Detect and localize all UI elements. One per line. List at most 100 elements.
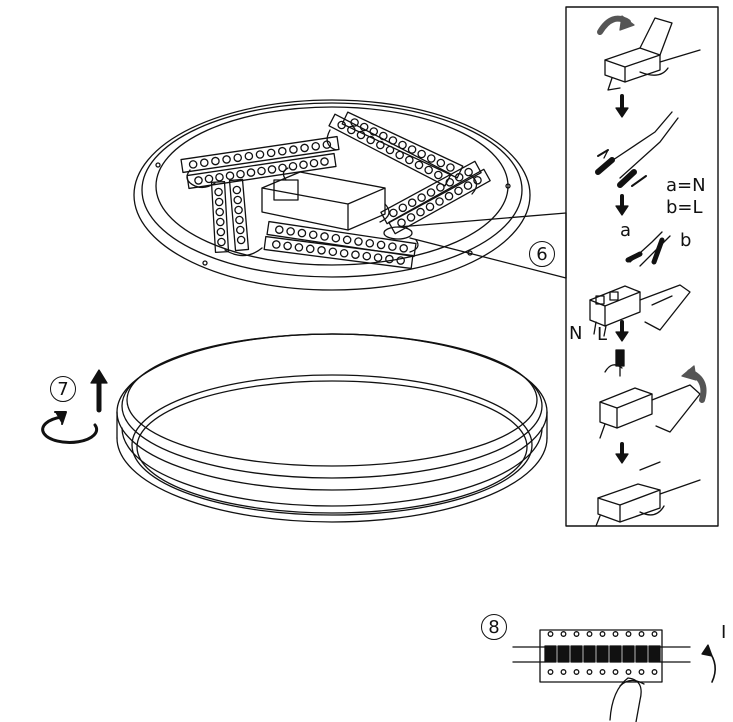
led-chip bbox=[339, 248, 349, 258]
led-chip bbox=[266, 148, 276, 158]
breaker-screw bbox=[586, 631, 593, 637]
led-chip bbox=[275, 225, 284, 234]
led-strip bbox=[328, 113, 452, 187]
breaker-screw bbox=[612, 631, 619, 637]
breaker-screw bbox=[625, 669, 632, 675]
led-chip bbox=[299, 160, 308, 170]
led-chip bbox=[426, 188, 436, 197]
breaker-panel bbox=[512, 629, 691, 722]
breaker-screw bbox=[560, 669, 567, 675]
led-chip bbox=[288, 161, 298, 171]
led-chip bbox=[407, 145, 417, 154]
led-strip bbox=[186, 152, 337, 190]
led-chip bbox=[354, 237, 363, 246]
led-chip bbox=[444, 191, 454, 201]
led-chip bbox=[362, 251, 372, 261]
step-8-badge: 8 bbox=[481, 614, 507, 640]
led-chip bbox=[373, 253, 383, 262]
led-chip bbox=[320, 157, 329, 166]
led-chip bbox=[236, 169, 245, 179]
led-chip bbox=[435, 197, 444, 206]
led-chip bbox=[246, 168, 256, 177]
led-chip bbox=[255, 150, 265, 159]
led-chip bbox=[294, 243, 304, 252]
led-chip bbox=[235, 215, 244, 225]
breaker-module bbox=[648, 645, 661, 663]
breaker-module bbox=[609, 645, 622, 663]
led-chip bbox=[417, 193, 426, 202]
led-strips bbox=[180, 111, 491, 270]
breaker-module bbox=[596, 645, 609, 663]
step-7-number: 7 bbox=[57, 378, 69, 400]
led-chip bbox=[214, 197, 224, 207]
led-chip bbox=[233, 195, 243, 205]
step-6-badge: 6 bbox=[529, 241, 555, 267]
lamp-cover bbox=[116, 333, 548, 523]
led-chip bbox=[434, 170, 443, 180]
led-chip bbox=[436, 158, 446, 168]
breaker-screw bbox=[547, 669, 554, 675]
led-chip bbox=[445, 178, 455, 187]
led-chip bbox=[369, 127, 379, 136]
wires-ab bbox=[625, 231, 671, 267]
led-chip bbox=[406, 213, 416, 222]
led-chip bbox=[436, 183, 445, 192]
led-chip bbox=[446, 163, 455, 172]
lamp-base-plate bbox=[133, 99, 531, 291]
led-chip bbox=[425, 202, 435, 212]
led-chip bbox=[351, 250, 360, 259]
led-chip bbox=[463, 181, 473, 190]
led-chip bbox=[199, 158, 209, 168]
led-chip bbox=[399, 244, 408, 253]
rotate-arrow bbox=[41, 411, 99, 444]
led-chip bbox=[216, 227, 226, 237]
led-chip bbox=[215, 172, 224, 182]
led-chip bbox=[473, 176, 482, 185]
led-chip bbox=[317, 246, 326, 255]
step-8-number: 8 bbox=[488, 616, 500, 638]
wire-code-a: a=N bbox=[666, 175, 706, 196]
led-chip bbox=[308, 230, 318, 240]
led-chip bbox=[426, 154, 436, 163]
base-wiring bbox=[186, 129, 478, 257]
led-chip bbox=[414, 160, 424, 170]
led-chip bbox=[311, 141, 321, 151]
led-chip bbox=[397, 218, 406, 227]
step-7-badge: 7 bbox=[50, 376, 76, 402]
led-chip bbox=[233, 153, 243, 163]
led-chip bbox=[257, 166, 266, 176]
led-chip bbox=[235, 225, 245, 235]
led-chip bbox=[217, 237, 226, 247]
breaker-screw bbox=[599, 631, 606, 637]
led-chip bbox=[215, 217, 225, 227]
led-chip bbox=[331, 233, 341, 243]
led-chip bbox=[277, 146, 287, 156]
led-strip bbox=[380, 160, 482, 225]
led-strip bbox=[228, 178, 250, 252]
led-chip bbox=[234, 205, 243, 215]
breaker-screw bbox=[651, 631, 658, 637]
breaker-screw bbox=[573, 631, 580, 637]
breaker-screw bbox=[638, 669, 645, 675]
breaker-module bbox=[635, 645, 648, 663]
led-strip bbox=[180, 135, 340, 174]
led-chip bbox=[359, 122, 369, 132]
led-chip bbox=[300, 143, 309, 153]
led-chip bbox=[328, 247, 338, 257]
led-chip bbox=[366, 135, 375, 145]
breaker-screw bbox=[547, 631, 554, 637]
breaker-screw bbox=[638, 631, 645, 637]
breaker-screw bbox=[599, 669, 606, 675]
led-chip bbox=[379, 131, 388, 141]
led-chip bbox=[305, 244, 315, 254]
terminal-label-l: L bbox=[597, 324, 608, 345]
breaker-screw bbox=[560, 631, 567, 637]
led-chip bbox=[272, 240, 281, 249]
breaker-screw bbox=[573, 669, 580, 675]
wiring-detail-panel bbox=[565, 6, 719, 527]
breaker-screw bbox=[586, 669, 593, 675]
wire-label-b: b bbox=[680, 230, 692, 251]
switch-on-mark: I bbox=[721, 622, 727, 643]
breaker-screw bbox=[651, 669, 658, 675]
switch-on-arrow bbox=[701, 644, 716, 683]
